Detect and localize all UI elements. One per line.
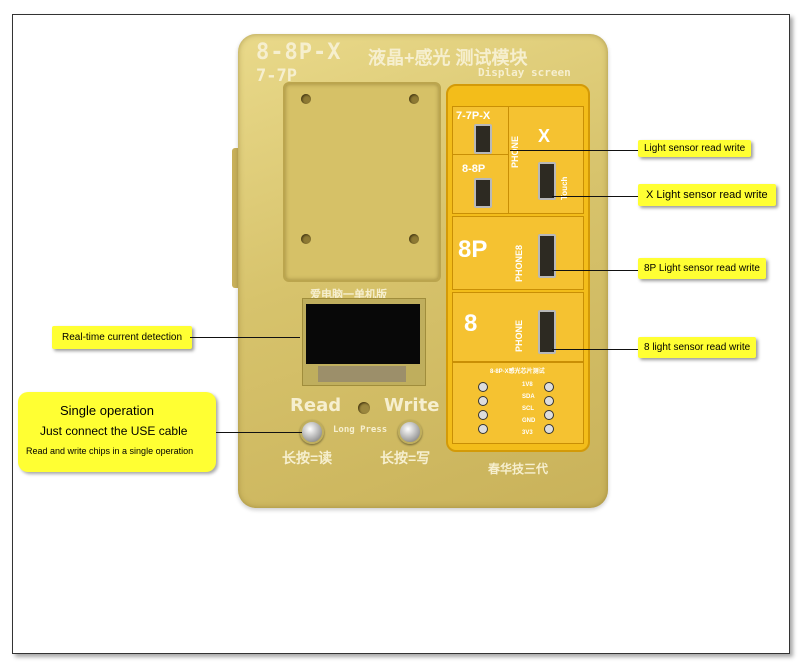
pcb-phone-8-label: PHONE xyxy=(514,319,524,352)
pcb-section-8 xyxy=(452,292,584,362)
board-side-tab xyxy=(232,148,242,288)
write-label: Write xyxy=(384,395,440,416)
pin-label: SDA xyxy=(522,394,535,400)
screw-hole xyxy=(301,234,311,244)
leader-line xyxy=(552,270,638,271)
test-pin xyxy=(478,410,488,420)
callout-8p-light-sensor: 8P Light sensor read write xyxy=(638,258,766,279)
pcb-8p-label: 8P xyxy=(458,236,488,263)
connector-8 xyxy=(538,310,556,354)
board-footer: 春华技三代 xyxy=(488,462,549,476)
pin-label: GND xyxy=(522,418,536,424)
lcd-screen xyxy=(306,304,420,364)
pcb-model-7p-x: 7-7P-X xyxy=(456,110,491,122)
lcd-screen-bottom xyxy=(318,366,406,382)
callout-current-detection: Real-time current detection xyxy=(52,326,193,349)
connector-x xyxy=(538,162,556,200)
pin-label: SCL xyxy=(522,406,534,412)
screw-hole xyxy=(301,94,311,104)
read-cn-label: 长按=读 xyxy=(282,450,333,466)
pcb-section-pins xyxy=(452,362,584,444)
test-pin xyxy=(478,396,488,406)
test-pin xyxy=(544,382,554,392)
board-subtitle: 7-7P xyxy=(256,66,297,86)
test-pin xyxy=(544,424,554,434)
board-title: 8-8P-X xyxy=(256,40,342,65)
pcb-pin-header: 8-8P-X感光芯片测试 xyxy=(490,369,545,375)
indicator-hole xyxy=(358,402,370,414)
display-screen-label: Display screen xyxy=(478,66,571,79)
connector-8-8p xyxy=(474,178,492,208)
callout-connect-use: Just connect the USE cable xyxy=(40,424,188,438)
connector-8p xyxy=(538,234,556,278)
pcb-section-8p xyxy=(452,216,584,290)
read-label: Read xyxy=(290,395,342,416)
phone-holder xyxy=(283,82,441,282)
callout-light-sensor: Light sensor read write xyxy=(638,140,752,157)
test-pin xyxy=(478,424,488,434)
callout-x-light-sensor: X Light sensor read write xyxy=(638,184,776,206)
screw-hole xyxy=(409,94,419,104)
leader-line xyxy=(510,150,638,151)
write-cn-label: 长按=写 xyxy=(380,450,431,466)
callout-single-operation-title: Single operation xyxy=(60,403,154,418)
leader-line xyxy=(216,432,302,433)
pcb-phone-label: PHONE xyxy=(510,135,520,168)
leader-line xyxy=(190,337,300,338)
pcb-model-8-8p: 8-8P xyxy=(462,163,486,175)
pin-label: 1V8 xyxy=(522,382,533,388)
test-pin xyxy=(478,382,488,392)
test-pin xyxy=(544,396,554,406)
callout-single-operation xyxy=(18,392,216,472)
read-button[interactable] xyxy=(300,420,324,444)
screw-hole xyxy=(409,234,419,244)
callout-8-light-sensor: 8 light sensor read write xyxy=(638,337,757,358)
pcb-x-label: X xyxy=(538,126,551,146)
long-press-label: Long Press xyxy=(333,425,388,435)
callout-read-write-chips: Read and write chips in a single operati… xyxy=(26,446,194,456)
pin-label: 3V3 xyxy=(522,430,533,436)
test-pin xyxy=(544,410,554,420)
leader-line xyxy=(552,196,638,197)
write-button[interactable] xyxy=(398,420,422,444)
connector-7p xyxy=(474,124,492,154)
board-title-cn: 液晶+感光 测试模块 xyxy=(368,48,528,68)
pcb-8-label: 8 xyxy=(464,310,478,337)
pcb-phone8-label: PHONE8 xyxy=(514,244,524,282)
leader-line xyxy=(552,349,638,350)
